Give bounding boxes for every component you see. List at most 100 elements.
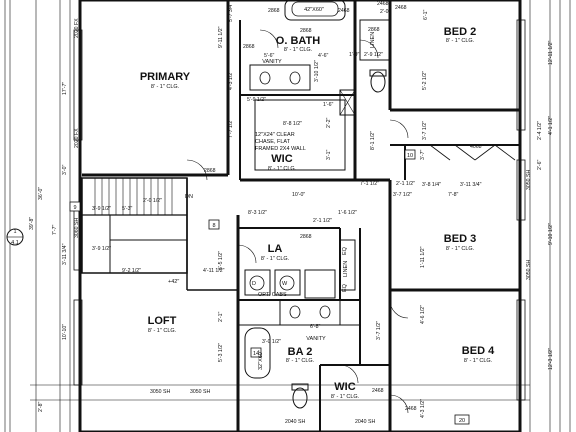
dim-label: 2040 SH [285, 419, 305, 425]
room-label-ba2: BA 2 [288, 346, 313, 358]
dim-label: 4068 [470, 144, 482, 150]
dim-label: 17'-7" [62, 82, 68, 95]
dim-label: 7'-1 1/2" [360, 181, 379, 187]
clg-bed4: 8' - 1" CLG. [464, 358, 493, 364]
dim-label: 6'-5 1/2" [218, 251, 224, 270]
clg-wic1: 8' - 1" CLG. [268, 166, 297, 172]
dim-label: 5'-2 1/2" [422, 71, 428, 90]
dim-label: 1'-6 1/2" [338, 210, 357, 216]
shower-note: 32"X60" [258, 350, 264, 370]
tag-10: 10 [407, 153, 413, 159]
dim-label: 1'-6" [323, 102, 333, 108]
dim-label: 3'-9 1/2" [92, 206, 111, 212]
dim-label: 12'-11 1/2" [548, 40, 554, 65]
dim-label: 3'-7 1/2" [393, 192, 412, 198]
dim-label: 2468 [395, 5, 407, 11]
clg-bed3: 8' - 1" CLG. [446, 246, 475, 252]
dim-label: 3'-9 1/2" [92, 246, 111, 252]
dim-label: 2'-4 1/2" [537, 121, 543, 140]
rail-note: +42" [168, 279, 179, 285]
dim-label: 3050 SH [190, 389, 210, 395]
dim-label: 3'-7 1/2" [376, 321, 382, 340]
tub-note: 42"X60" [304, 7, 324, 13]
dim-label: 2468 [372, 388, 384, 394]
room-label-bed4: BED 4 [462, 345, 495, 357]
dim-label: 5'-3 1/2" [218, 343, 224, 362]
dim-label: 3060 SH [74, 218, 80, 238]
dim-label: 2'-8" [38, 402, 44, 412]
room-label-primary: PRIMARY [140, 71, 191, 83]
dim-label: 2'-1 1/2" [396, 181, 415, 187]
clg-loft: 8' - 1" CLG. [148, 328, 177, 334]
dim-label: 5'-7 3/4" [228, 3, 234, 22]
room-label-wic1: WIC [271, 153, 292, 165]
dim-label: 9'-2 1/2" [122, 268, 141, 274]
dim-label: 2868 [243, 44, 255, 50]
dim-label: 8'-1 1/2" [370, 131, 376, 150]
dim-label: 2'-2" [326, 118, 332, 128]
dim-label: 3050 SH [526, 260, 532, 280]
dim-label: 4'-3 1/2" [228, 71, 234, 90]
eq-note-2: EQ [342, 283, 348, 292]
room-label-obath: O. BATH [276, 35, 320, 47]
dim-label: 4'-3 1/2" [420, 399, 426, 418]
dim-label: 4'-6 1/2" [420, 305, 426, 324]
dim-label: 2020 FX [74, 18, 80, 38]
dim-label: 2868 [204, 168, 216, 174]
dim-label: 3'-7 1/2" [422, 121, 428, 140]
dim-label: 2868 [300, 28, 312, 34]
dim-label: 9'-10 1/2" [548, 223, 554, 245]
dim-label: 3'-11 3/4" [460, 182, 482, 188]
dim-label: 3'-7" [420, 150, 426, 160]
clg-wic2: 8' - 1" CLG. [331, 394, 360, 400]
dim-label: 6'-8" [310, 324, 320, 330]
dim-label: 3'-8 1/4" [422, 182, 441, 188]
linen-top-note: LINEN [370, 32, 376, 48]
dim-label: 8'-3 1/2" [248, 210, 267, 216]
dim-label: 2'-9 1/2" [364, 52, 383, 58]
dim-label: 10'-10" [62, 324, 68, 340]
dim-label: 2040 SH [355, 419, 375, 425]
chase-note-3: FRAMED 2X4 WALL [255, 146, 306, 152]
clg-bed2: 8' - 1" CLG. [446, 38, 475, 44]
dim-label: 2868 [268, 8, 280, 14]
outer-wall [78, 0, 522, 432]
dim-label: 4'-11 1/2" [203, 268, 225, 274]
clg-la: 8' - 1" CLG. [261, 256, 290, 262]
room-label-bed3: BED 3 [444, 233, 476, 245]
room-label-wic2: WIC [334, 381, 355, 393]
dim-label: 39'-8" [29, 217, 35, 230]
dim-label: 4'-6" [318, 53, 328, 59]
dim-label: 1'-9" [349, 52, 359, 58]
section-reference: 4.1 [11, 240, 19, 246]
dim-label: 2468 [377, 1, 389, 7]
dim-label: 1'-11 1/2" [420, 246, 426, 268]
room-label-bed2: BED 2 [444, 26, 476, 38]
dim-label: 2468 [338, 8, 350, 14]
vanity-top-note: VANITY [262, 59, 282, 65]
dim-label: 7'-7 1/2" [228, 119, 234, 138]
tag-20: 20 [459, 418, 465, 424]
dim-label: 5'-3" [122, 206, 132, 212]
dim-label: 10'-0" [292, 192, 305, 198]
dim-label: 7'-7" [52, 225, 58, 235]
dim-label: 2468 [405, 406, 417, 412]
section-number: 1 [13, 229, 16, 235]
dim-label: 5'-9 1/2" [247, 97, 266, 103]
dim-label: 3'-10 1/2" [314, 60, 320, 82]
dim-label: 3050 SH [526, 170, 532, 190]
dim-label: 3050 SH [150, 389, 170, 395]
clg-ba2: 8' - 1" CLG. [286, 358, 315, 364]
dim-label: 8'-8 1/2" [283, 121, 302, 127]
room-label-loft: LOFT [148, 315, 177, 327]
dim-label: 2'-0" [380, 9, 390, 15]
chase-note-2: CHASE, FLAT [255, 139, 291, 145]
chase-note-1: 12"X24" CLEAR [255, 132, 295, 138]
dim-label: 4'-1 1/2" [548, 116, 554, 135]
tag-14: 14 [253, 351, 259, 357]
room-label-la: LA [268, 243, 283, 255]
dim-label: 12'-3 1/2" [548, 348, 554, 370]
vanity-bottom-note: VANITY [306, 336, 326, 342]
clg-obath: 8' - 1" CLG. [284, 47, 313, 53]
